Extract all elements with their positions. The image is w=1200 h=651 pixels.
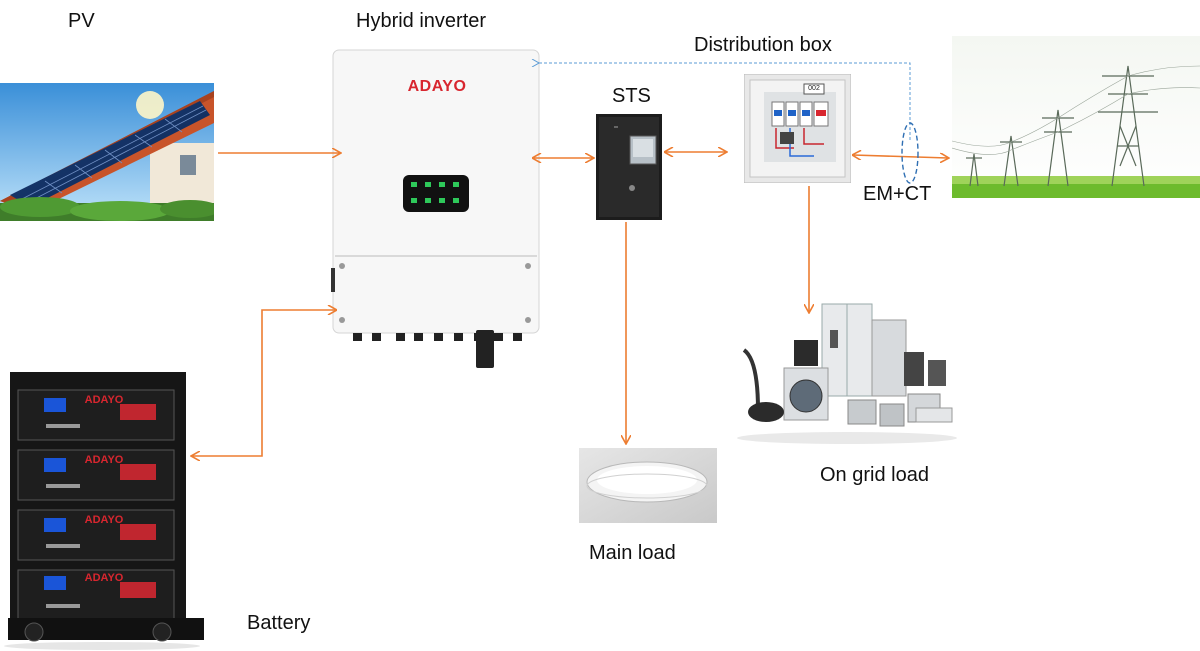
sts-image bbox=[596, 114, 662, 220]
battery-module-4-brand: ADAYO bbox=[84, 572, 124, 584]
main-load-label: Main load bbox=[589, 542, 676, 564]
sts-label: STS bbox=[612, 85, 651, 107]
battery-label: Battery bbox=[247, 612, 311, 634]
pv-label: PV bbox=[68, 10, 95, 32]
distribution-box-grid-arrow bbox=[853, 155, 948, 158]
main-load-light-image bbox=[579, 448, 717, 523]
on-grid-load-appliances-image bbox=[718, 300, 976, 448]
battery-module-2-brand: ADAYO bbox=[84, 454, 124, 466]
pv-solar-panel-image bbox=[0, 83, 214, 221]
battery-module-3-brand: ADAYO bbox=[84, 514, 124, 526]
distribution-box-label: Distribution box bbox=[694, 34, 832, 56]
ct-communication-line bbox=[538, 63, 911, 140]
ct-clamp-icon bbox=[901, 122, 919, 184]
inverter-brand-logo: ADAYO bbox=[407, 78, 467, 95]
battery-module-1-brand: ADAYO bbox=[84, 394, 124, 406]
inverter-battery-arrow bbox=[192, 310, 336, 456]
battery-rack-image: ADAYO ADAYO ADAYO ADAYO bbox=[0, 368, 206, 651]
distribution-box-tag: 002 bbox=[808, 85, 820, 92]
power-grid-image bbox=[952, 36, 1200, 198]
hybrid-inverter-label: Hybrid inverter bbox=[356, 10, 487, 32]
on-grid-load-label: On grid load bbox=[820, 464, 929, 486]
em-ct-label: EM+CT bbox=[863, 183, 932, 205]
hybrid-inverter-image: ADAYO bbox=[331, 48, 543, 370]
distribution-box-image: 002 bbox=[744, 74, 851, 183]
